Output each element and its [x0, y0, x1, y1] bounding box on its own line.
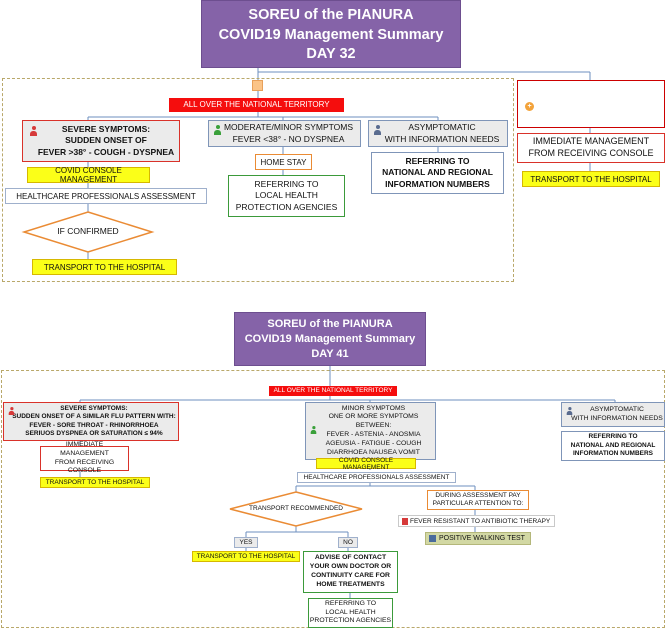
person-red-icon [8, 407, 15, 415]
day41-during-line2: PARTICULAR ATTENTION TO: [432, 500, 524, 507]
person-red-icon [30, 126, 37, 136]
transport-recommended-diamond [229, 491, 363, 527]
day41-referring-national-line3: INFORMATION NUMBERS [572, 450, 654, 458]
day41-title-box: SOREU of the PIANURA COVID19 Management … [234, 312, 426, 366]
day32-severe-line1: SEVERE SYMPTOMS: [61, 124, 151, 135]
day32-title-line2: COVID19 Management Summary [218, 26, 444, 43]
person-blue-icon [374, 125, 381, 135]
day41-during-assessment-box: DURING ASSESSMENT PAY PARTICULAR ATTENTI… [427, 490, 529, 510]
day41-fever-resistant-label: FEVER RESISTANT TO ANTIBIOTIC THERAPY [410, 517, 551, 525]
day41-advise-line2: YOUR OWN DOCTOR OR [309, 563, 392, 571]
day41-referring-national-box: REFERRING TO NATIONAL AND REGIONAL INFOR… [561, 431, 665, 461]
day41-minor-line2: ONE OR MORE SYMPTOMS BETWEEN: [328, 413, 419, 430]
day41-severe-line2: SUDDEN ONSET OF A SIMILAR FLU PATTERN WI… [12, 413, 176, 421]
day41-severe-line3: FEVER - SORE THROAT - RHINORRHOEA [29, 421, 159, 429]
person-blue-icon [566, 407, 573, 415]
person-green-icon [310, 426, 317, 434]
day32-severe-referable-line3: DEPENDENT PATHOLOGY [540, 109, 654, 120]
day41-advise-line4: HOME TREATMENTS [316, 580, 385, 588]
day32-transport-hospital: TRANSPORT TO THE HOSPITAL [32, 259, 177, 275]
day41-yes-label: YES [234, 537, 258, 548]
day32-referring-national-box: REFERRING TO NATIONAL AND REGIONAL INFOR… [371, 152, 504, 194]
day32-connector-node [252, 80, 263, 91]
day41-referring-national-line2: NATIONAL AND REGIONAL [570, 441, 656, 449]
day32-moderate-symptoms-box: MODERATE/MINOR SYMPTOMS FEVER <38° - NO … [208, 120, 361, 147]
day41-covid-console: COVID CONSOLE MANAGEMENT [316, 457, 416, 471]
day41-severe-line4: SERIUOS DYSPNEA OR SATURATION ≤ 94% [25, 429, 163, 437]
day32-moderate-line2: FEVER <38° - NO DYSPNEA [232, 133, 345, 144]
day41-immediate-management-box: IMMEDIATE MANAGEMENT FROM RECEIVING CONS… [40, 441, 129, 474]
day41-fever-resistant: FEVER RESISTANT TO ANTIBIOTIC THERAPY [398, 515, 555, 527]
thermometer-icon [402, 517, 408, 525]
day41-minor-line3: FEVER - ASTENIA - ANOSMIA [326, 431, 421, 438]
day41-immediate-line2: FROM RECEIVING CONSOLE [54, 458, 115, 475]
day41-minor-line5: DIARRHOEA NAUSEA VOMIT [327, 448, 420, 456]
day32-healthcare-assessment: HEALTHCARE PROFESSIONALS ASSESSMENT [5, 188, 207, 204]
day32-national-territory: ALL OVER THE NATIONAL TERRITORY [169, 98, 344, 112]
if-confirmed-diamond [21, 211, 155, 253]
day32-asymptomatic-line1: ASYMPTOMATIC [408, 122, 476, 133]
day41-immediate-line1: IMMEDIATE MANAGEMENT [60, 440, 109, 457]
day41-asymptomatic-line2: WITH INFORMATION NEEDS [571, 414, 663, 422]
day32-referring-national-line3: INFORMATION NUMBERS [385, 178, 490, 189]
day41-walking-test: POSITIVE WALKING TEST [425, 532, 531, 545]
day32-home-stay: HOME STAY [255, 154, 312, 170]
day32-severe-referable-line2: SYMPTOMS TO TIME- [550, 98, 644, 109]
walking-icon [429, 535, 436, 542]
warning-icon: + [525, 102, 534, 111]
day32-referring-local-line3: PROTECTION AGENCIES [235, 201, 338, 212]
day32-referring-national-line2: NATIONAL AND REGIONAL [382, 167, 493, 178]
day32-severe-referable-line1: IF SEVERE OR REFERABLE [537, 86, 657, 97]
day41-referring-local-box: REFERRING TO LOCAL HEALTH PROTECTION AGE… [308, 598, 393, 628]
day41-during-line1: DURING ASSESSMENT PAY [435, 491, 521, 499]
day41-title-line1: SOREU of the PIANURA [267, 318, 393, 330]
day41-advise-line1: ADVISE OF CONTACT [314, 554, 387, 562]
day41-referring-local-line1: REFERRING TO [324, 599, 377, 607]
day41-severe-line1: SEVERE SYMPTOMS: [60, 405, 128, 413]
day32-severe-symptoms-box: SEVERE SYMPTOMS: SUDDEN ONSET OF FEVER >… [22, 120, 180, 162]
day41-minor-symptoms-box: MINOR SYMPTOMS ONE OR MORE SYMPTOMS BETW… [305, 402, 436, 460]
day32-immediate-line2: FROM RECEIVING CONSOLE [528, 148, 654, 158]
day41-referring-local-line2: LOCAL HEALTH [325, 608, 376, 616]
day32-referring-local-line2: LOCAL HEALTH [255, 190, 318, 201]
day41-no-label: NO [338, 537, 358, 548]
day41-referring-local-line3: PROTECTION AGENCIES [309, 617, 392, 625]
day32-frame [2, 78, 514, 282]
day32-moderate-line1: MODERATE/MINOR SYMPTOMS [223, 122, 354, 133]
day41-advise-box: ADVISE OF CONTACT YOUR OWN DOCTOR OR CON… [303, 551, 398, 593]
day32-title-line3: DAY 32 [306, 46, 356, 63]
day32-referring-national-line1: REFERRING TO [405, 156, 470, 167]
day32-title-box: SOREU of the PIANURA COVID19 Management … [201, 0, 461, 68]
day41-referring-national-line1: REFERRING TO [588, 433, 638, 441]
day32-transport-hospital-right: TRANSPORT TO THE HOSPITAL [522, 171, 660, 187]
day41-title-line3: DAY 41 [311, 347, 349, 360]
day41-minor-line1: MINOR SYMPTOMS [341, 404, 406, 412]
day41-asymptomatic-box: ASYMPTOMATIC WITH INFORMATION NEEDS [561, 402, 665, 427]
day32-severe-line2: SUDDEN ONSET OF [65, 135, 147, 146]
day32-immediate-management-box: IMMEDIATE MANAGEMENT FROM RECEIVING CONS… [517, 133, 665, 163]
day32-asymptomatic-line2: WITH INFORMATION NEEDS [384, 133, 500, 144]
day41-transport-hospital-yes: TRANSPORT TO THE HOSPITAL [192, 551, 300, 562]
day41-transport-recommended: TRANSPORT RECOMMENDED [248, 505, 344, 512]
day41-minor-line4: AGEUSIA - FATIGUE - COUGH [325, 439, 422, 447]
day41-title-line2: COVID19 Management Summary [244, 332, 416, 345]
day41-national-territory: ALL OVER THE NATIONAL TERRITORY [269, 386, 397, 396]
day41-advise-line3: CONTINUITY CARE FOR [311, 572, 390, 579]
day32-severe-referable-box: + IF SEVERE OR REFERABLE SYMPTOMS TO TIM… [517, 80, 665, 128]
day41-healthcare-assessment: HEALTHCARE PROFESSIONALS ASSESSMENT [297, 472, 456, 483]
day41-asymptomatic-line1: ASYMPTOMATIC [590, 405, 644, 413]
day41-walking-test-label: POSITIVE WALKING TEST [439, 535, 525, 542]
day32-if-confirmed: IF CONFIRMED [57, 226, 119, 236]
person-green-icon [214, 125, 221, 135]
day32-immediate-line1: IMMEDIATE MANAGEMENT [532, 136, 650, 147]
day32-referring-local-box: REFERRING TO LOCAL HEALTH PROTECTION AGE… [228, 175, 345, 217]
day32-title-line1: SOREU of the PIANURA [248, 7, 414, 23]
day32-asymptomatic-box: ASYMPTOMATIC WITH INFORMATION NEEDS [368, 120, 508, 147]
day41-transport-hospital: TRANSPORT TO THE HOSPITAL [40, 477, 150, 488]
day32-severe-line3: FEVER >38° - COUGH - DYSPNEA [37, 146, 175, 157]
day41-severe-symptoms-box: SEVERE SYMPTOMS: SUDDEN ONSET OF A SIMIL… [3, 402, 179, 441]
day32-referring-local-line1: REFERRING TO [254, 179, 319, 190]
day32-covid-console: COVID CONSOLE MANAGEMENT [27, 166, 150, 184]
